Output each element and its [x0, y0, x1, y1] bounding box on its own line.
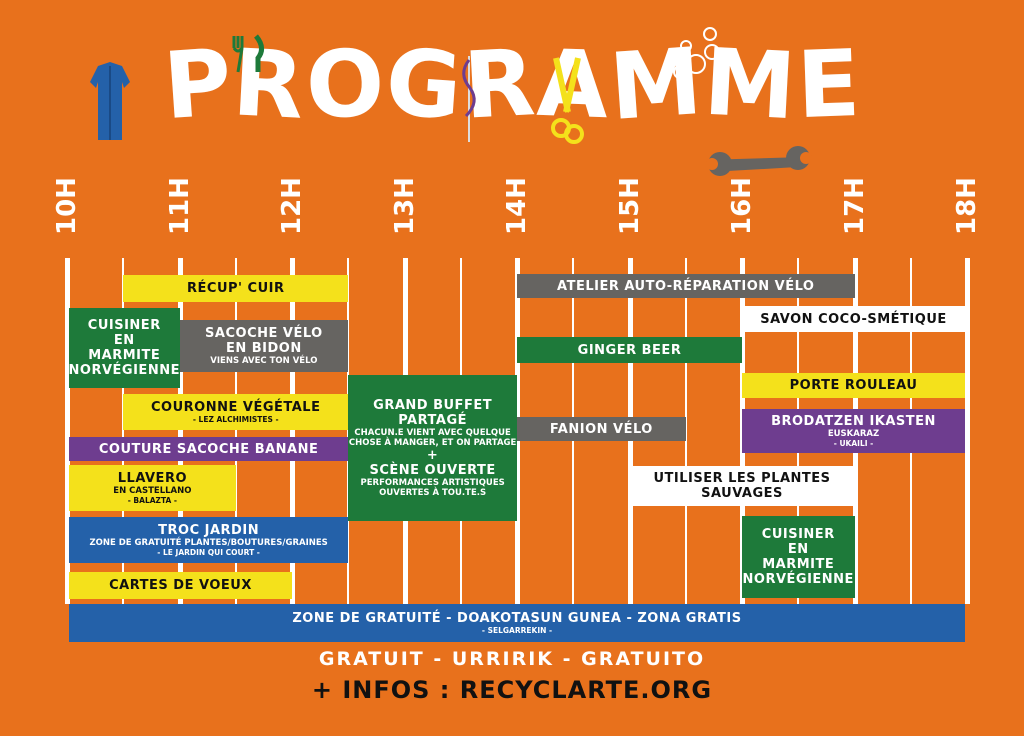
event-ginger: GINGER BEER	[517, 337, 742, 363]
hour-label: 14H	[502, 177, 532, 235]
event-zone-gratuite: ZONE DE GRATUITÉ - DOAKOTASUN GUNEA - ZO…	[69, 604, 965, 642]
event-title: ATELIER AUTO-RÉPARATION VÉLO	[557, 278, 815, 294]
bubbles-icon	[673, 27, 720, 79]
needle-thread-icon	[462, 56, 476, 142]
hour-line	[65, 258, 70, 604]
event-title: COURONNE VÉGÉTALE	[151, 399, 321, 415]
event-title: MARMITE	[88, 348, 161, 363]
event-title: TROC JARDIN	[158, 522, 260, 538]
hour-label: 13H	[389, 177, 420, 235]
event-title: GINGER BEER	[577, 342, 682, 358]
hour-label: 16H	[727, 177, 757, 235]
half-hour-line	[684, 258, 687, 604]
hour-line	[290, 258, 295, 604]
hour-line	[177, 258, 183, 604]
event-title: SACOCHE VÉLO	[205, 326, 323, 341]
event-subtitle: PERFORMANCES ARTISTIQUES OUVERTES À TOU.…	[360, 478, 505, 498]
half-hour-line	[234, 258, 237, 604]
shirt-icon	[90, 62, 130, 140]
hour-line	[965, 258, 970, 604]
hour-label: 18H	[952, 177, 982, 235]
event-title: EN BIDON	[225, 341, 302, 356]
event-title: NORVÉGIENNE	[69, 363, 180, 378]
event-host: - BALAZTA -	[127, 495, 178, 505]
event-title: BRODATZEN IKASTEN	[771, 413, 936, 429]
event-title: CARTES DE VOEUX	[109, 578, 252, 593]
event-savon: SAVON COCO-SMÉTIQUE	[742, 306, 965, 332]
event-title: SCÈNE OUVERTE	[369, 463, 496, 478]
event-title: EN	[113, 333, 135, 348]
event-title: ZONE DE GRATUITÉ - DOAKOTASUN GUNEA - ZO…	[292, 610, 742, 626]
half-hour-line	[122, 258, 125, 604]
event-fanion: FANION VÉLO	[517, 417, 686, 441]
event-title: COUTURE SACOCHE BANANE	[98, 441, 319, 457]
hour-label: 12H	[277, 177, 307, 235]
event-title: RÉCUP' CUIR	[187, 281, 285, 296]
event-subtitle: EN CASTELLANO	[113, 485, 192, 496]
event-title: EN	[787, 542, 809, 557]
event-title: SAVON COCO-SMÉTIQUE	[760, 311, 947, 327]
event-title: CUISINER	[761, 527, 835, 542]
event-title: MARMITE	[762, 557, 835, 572]
scissors-icon	[551, 57, 584, 144]
event-subtitle: EUSKARAZ	[827, 428, 880, 439]
hour-label: 11H	[164, 177, 195, 235]
fork-knife-icon	[232, 34, 264, 73]
event-porte: PORTE ROULEAU	[742, 373, 965, 398]
event-host: - UKAILI -	[833, 438, 874, 448]
footer-infos: + INFOS : RECYCLARTE.ORG	[311, 676, 713, 704]
wrench-icon	[706, 146, 812, 176]
event-title: NORVÉGIENNE	[742, 572, 854, 587]
event-couronne: COURONNE VÉGÉTALE- LEZ ALCHIMISTES -	[123, 394, 349, 430]
event-couture: COUTURE SACOCHE BANANE	[69, 437, 349, 461]
event-title: CUISINER	[87, 318, 161, 333]
event-recup-cuir: RÉCUP' CUIR	[123, 275, 349, 302]
event-subtitle: ZONE DE GRATUITÉ PLANTES/BOUTURES/GRAINE…	[89, 537, 328, 548]
event-subtitle: VIENS AVEC TON VÉLO	[210, 356, 318, 366]
hour-label: 15H	[614, 177, 645, 235]
event-title: PORTE ROULEAU	[789, 378, 918, 393]
event-host: - LE JARDIN QUI COURT -	[157, 547, 260, 557]
event-host: - SELGARREKIN -	[481, 625, 553, 635]
hour-label: 10H	[52, 177, 82, 235]
event-cartes: CARTES DE VOEUX	[69, 572, 292, 599]
hour-label: 17H	[839, 177, 870, 235]
event-title: GRAND BUFFET	[373, 398, 493, 413]
event-title: PARTAGÉ	[398, 413, 468, 428]
event-plus: +	[426, 448, 439, 463]
event-title: SAUVAGES	[701, 486, 783, 501]
event-title: FANION VÉLO	[549, 421, 653, 437]
event-title: LLAVERO	[117, 470, 187, 486]
event-atelier-velo: ATELIER AUTO-RÉPARATION VÉLO	[517, 274, 855, 298]
event-title: UTILISER LES PLANTES	[653, 471, 831, 486]
event-subtitle: CHACUN.E VIENT AVEC QUELQUE CHOSE À MANG…	[348, 428, 517, 448]
event-host: - LEZ ALCHIMISTES -	[192, 414, 279, 424]
footer-free: GRATUIT - URRIRIK - GRATUITO	[318, 648, 706, 670]
